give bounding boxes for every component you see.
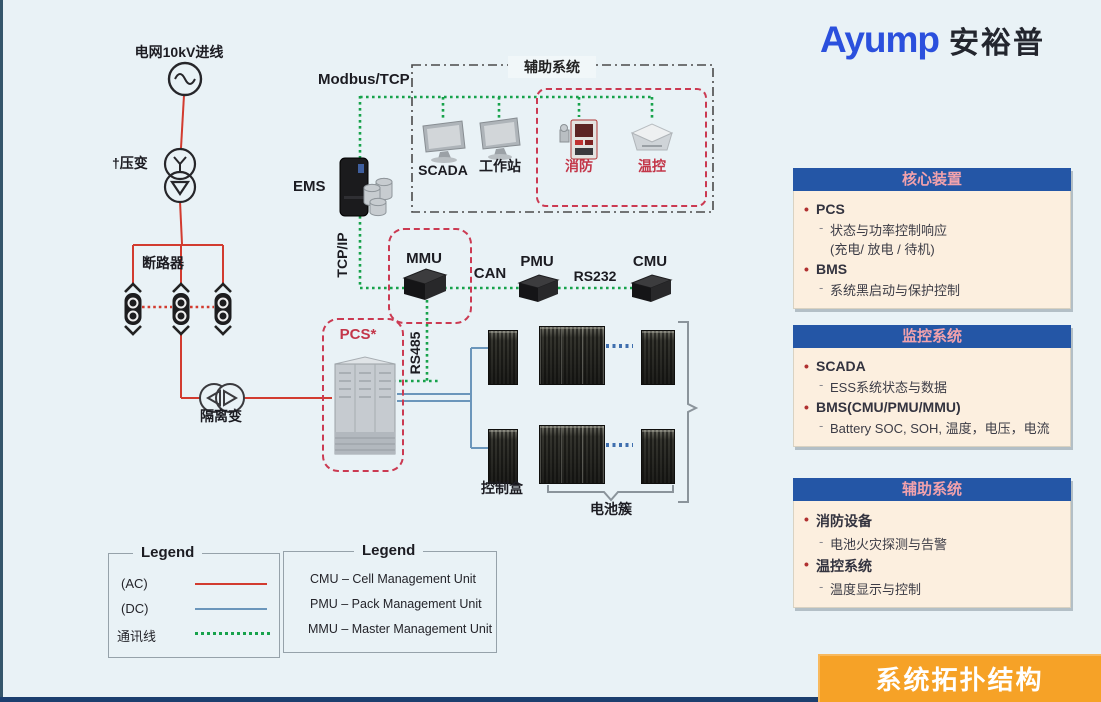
hvac-unit-icon (630, 123, 674, 151)
breaker-label: 断路器 (142, 255, 184, 271)
ac-source-icon (167, 61, 203, 97)
legend-ac-label: (AC) (121, 576, 148, 591)
core-item-pcs: PCS (800, 201, 1062, 217)
monitor-item-scada-sub1: ESS系统状态与数据 (800, 377, 1062, 396)
grid-in-label: 电网10kV进线 (134, 44, 224, 60)
isolation-transformer-label: 隔离变 (200, 408, 242, 424)
legend-ac-line (195, 583, 267, 585)
workstation-monitor-icon (479, 117, 521, 160)
company-logo: Ayump 安裕普 (820, 18, 1045, 62)
legend-cmu-row: CMU – Cell Management Unit (310, 572, 477, 586)
panel-monitoring: 监控系统 SCADA ESS系统状态与数据 BMS(CMU/PMU/MMU) B… (793, 325, 1071, 447)
slide-title-text: 系统拓扑结构 (875, 664, 1044, 695)
legend-dc-label: (DC) (121, 601, 149, 616)
pmu-label: PMU (520, 253, 554, 270)
core-item-pcs-sub1: 状态与功率控制响应 (800, 220, 1062, 239)
logo-cn-text: 安裕普 (949, 27, 1046, 60)
aux-item-temp-sub1: 温度显示与控制 (800, 579, 1062, 598)
battery-rack-end-bottom (641, 429, 675, 484)
core-item-bms: BMS (800, 261, 1062, 277)
cmu-label: CMU (632, 253, 668, 270)
panel-core-devices: 核心装置 PCS 状态与功率控制响应 (充电/ 放电 / 待机) BMS 系统黑… (793, 168, 1071, 309)
step-transformer-label: †压变 (112, 155, 148, 171)
battery-brackets (547, 321, 699, 503)
aux-item-fire-sub1: 电池火灾探测与告警 (800, 534, 1062, 553)
logo-brand-text: Ayump (820, 19, 940, 60)
legend-units-title: Legend (354, 542, 424, 559)
aux-box-title: 辅助系统 (508, 56, 596, 78)
legend-dc-line (195, 608, 267, 610)
panel-auxiliary-body: 消防设备 电池火灾探测与告警 温控系统 温度显示与控制 (793, 501, 1071, 608)
modbus-label: Modbus/TCP (318, 71, 410, 88)
panel-monitoring-body: SCADA ESS系统状态与数据 BMS(CMU/PMU/MMU) Batter… (793, 348, 1071, 447)
legend-units-box: Legend CMU – Cell Management Unit PMU – … (283, 542, 497, 653)
rs485-label: RS485 (407, 331, 423, 375)
mmu-group-box (388, 228, 472, 324)
isolation-transformer-icon (199, 383, 245, 413)
workstation-label: 工作站 (479, 158, 521, 174)
legend-lines-title: Legend (133, 544, 203, 561)
ems-label: EMS (293, 178, 326, 195)
legend-lines-box: Legend (AC) (DC) 通讯线 (108, 544, 280, 658)
temp-label: 温控 (638, 158, 666, 174)
fire-alarm-icon (559, 119, 598, 160)
slide-title-banner: 系统拓扑结构 (818, 654, 1101, 702)
panel-core-body: PCS 状态与功率控制响应 (充电/ 放电 / 待机) BMS 系统黑启动与保护… (793, 191, 1071, 309)
battery-rack-group-bottom (539, 425, 605, 484)
panel-core-title: 核心装置 (793, 168, 1071, 191)
fire-temp-group-box (536, 88, 707, 207)
control-box-rack-top (488, 330, 518, 385)
left-edge-strip (0, 0, 3, 702)
monitor-item-bms-sub1: Battery SOC, SOH, 温度，电压，电流 (800, 418, 1062, 437)
ellipsis-dots-bottom (606, 443, 633, 447)
ac-power-lines (132, 94, 332, 399)
circuit-breaker-icons (124, 282, 232, 336)
panel-auxiliary: 辅助系统 消防设备 电池火灾探测与告警 温控系统 温度显示与控制 (793, 478, 1071, 608)
aux-item-temp: 温控系统 (800, 556, 1062, 576)
pcs-cabinet-icon (334, 356, 396, 455)
mmu-device-icon (402, 268, 448, 300)
battery-rack-end-top (641, 330, 675, 385)
fire-label: 消防 (565, 158, 593, 174)
legend-pmu-row: PMU – Pack Management Unit (310, 597, 482, 611)
panel-monitoring-title: 监控系统 (793, 325, 1071, 348)
control-box-rack-bottom (488, 429, 518, 484)
core-item-bms-sub1: 系统黑启动与保护控制 (800, 280, 1062, 299)
dc-lines (397, 347, 489, 449)
legend-mmu-row: MMU – Master Management Unit (308, 622, 493, 636)
control-box-label: 控制盒 (481, 480, 523, 496)
pcs-label: PCS* (339, 326, 377, 343)
legend-comm-line (195, 632, 271, 635)
step-transformer-icon (163, 147, 197, 204)
legend-comm-label: 通讯线 (117, 629, 157, 644)
aux-system-box (411, 64, 714, 213)
tcpip-label: TCP/IP (334, 232, 350, 278)
pcs-group-box (322, 318, 404, 472)
core-item-pcs-sub2: (充电/ 放电 / 待机) (830, 242, 935, 257)
battery-cluster-label: 电池簇 (590, 501, 632, 517)
rs232-label: RS232 (573, 268, 617, 284)
ellipsis-dots-top (606, 344, 633, 348)
battery-rack-group-top (539, 326, 605, 385)
cmu-device-icon (630, 274, 673, 302)
monitor-item-scada: SCADA (800, 358, 1062, 374)
bottom-edge-strip (0, 697, 1101, 702)
pmu-device-icon (517, 274, 560, 302)
scada-label: SCADA (418, 162, 468, 178)
scada-monitor-icon (422, 120, 466, 163)
panel-auxiliary-title: 辅助系统 (793, 478, 1071, 501)
mmu-label: MMU (406, 250, 442, 267)
monitor-item-bms: BMS(CMU/PMU/MMU) (800, 399, 1062, 415)
can-label: CAN (473, 265, 507, 282)
aux-item-fire: 消防设备 (800, 511, 1062, 531)
ems-server-icon (339, 157, 393, 217)
